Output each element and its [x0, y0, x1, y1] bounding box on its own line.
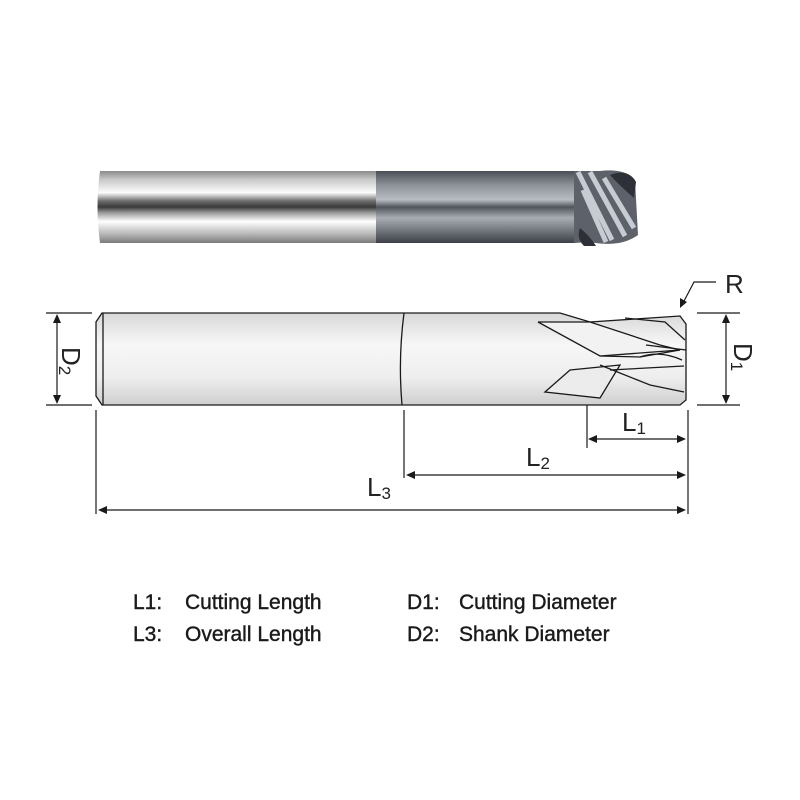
legend-label: Shank Diameter	[459, 623, 610, 646]
end-mill-photo	[97, 170, 638, 246]
legend-code: L3:	[133, 623, 163, 646]
dimension-label-l2: L2	[526, 442, 550, 473]
legend-item-d2: D2: Shank Diameter	[407, 623, 610, 647]
legend-item-l1: L1: Cutting Length	[133, 591, 322, 615]
legend-item-l3: L3: Overall Length	[133, 623, 322, 647]
dimension-label-d2: D2	[55, 347, 86, 375]
legend-code: L1:	[133, 591, 163, 614]
legend-label: Cutting Length	[185, 591, 322, 614]
dimension-lines	[46, 281, 740, 514]
legend-label: Cutting Diameter	[459, 591, 617, 614]
legend-code: D2:	[407, 623, 440, 646]
dimension-label-l1: L1	[622, 407, 646, 438]
end-mill-drawing	[95, 312, 687, 406]
legend-item-d1: D1: Cutting Diameter	[407, 591, 617, 615]
legend-code: D1:	[407, 591, 440, 614]
dimension-label-radius: R	[725, 269, 744, 299]
dimension-label-d1: D1	[727, 343, 758, 371]
dimension-label-l3: L3	[367, 472, 391, 503]
legend-label: Overall Length	[185, 623, 322, 646]
